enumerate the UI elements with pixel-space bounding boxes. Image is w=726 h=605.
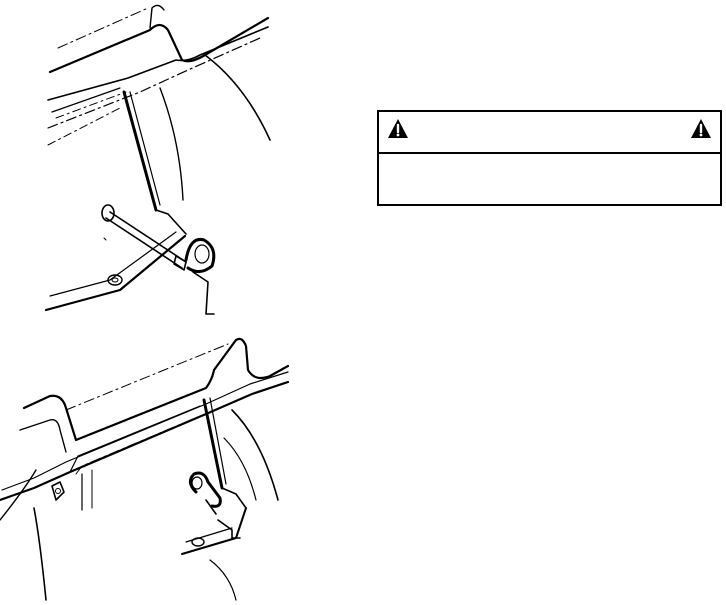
- warning-triangle-icon: [691, 119, 711, 138]
- hitch-pin-illustration: [0, 4, 290, 601]
- upper-illustration: [44, 4, 271, 315]
- lower-illustration: [0, 337, 290, 601]
- warning-triangle-icon: [388, 119, 408, 138]
- warning-box: [377, 110, 722, 206]
- warning-divider: [379, 152, 720, 154]
